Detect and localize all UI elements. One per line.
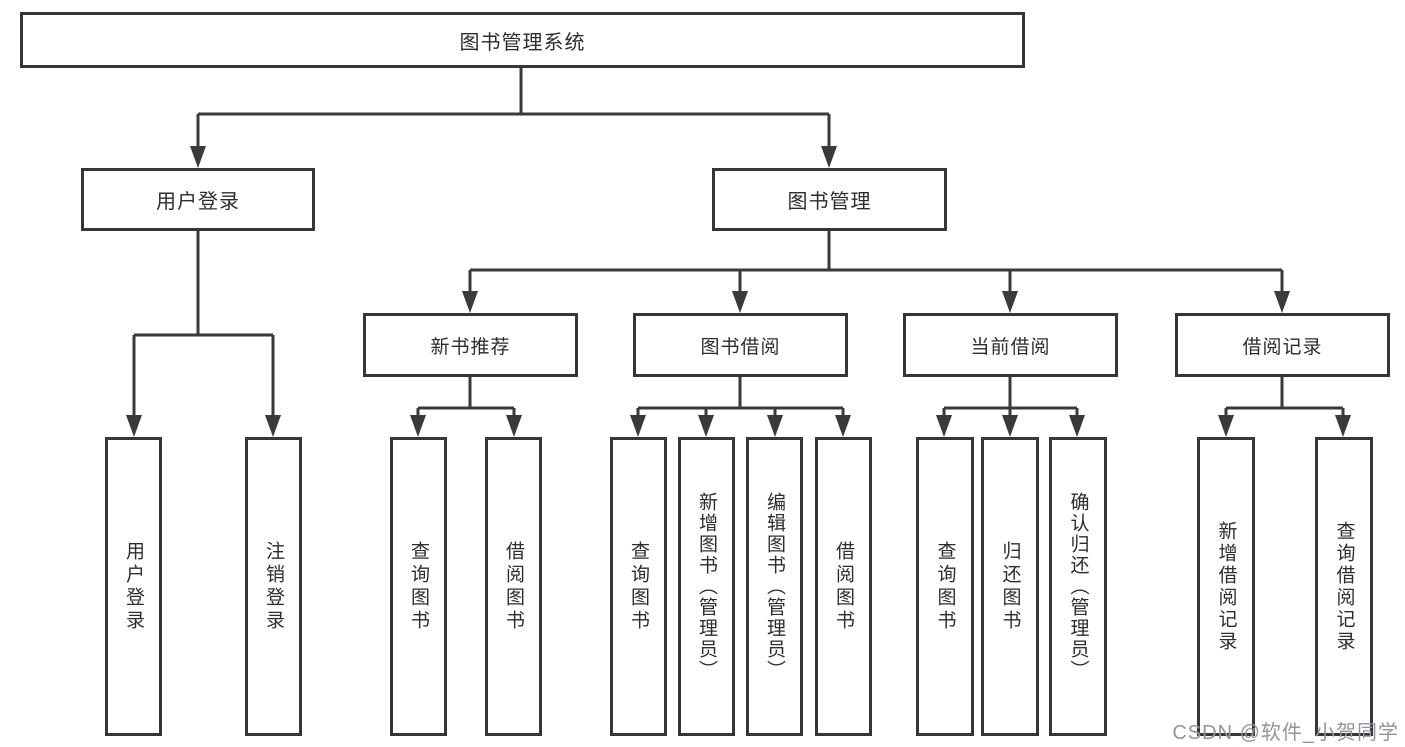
leaf-logout: 注销登录 xyxy=(245,437,302,736)
leaf-add-borrow-record: 新增借阅记录 xyxy=(1197,437,1255,736)
leaf-edit-books-admin: 编辑图书（管理员） xyxy=(746,437,803,736)
node-book-borrowing: 图书借阅 xyxy=(633,313,848,377)
node-new-book-recommend: 新书推荐 xyxy=(363,313,578,377)
node-current-borrowing: 当前借阅 xyxy=(903,313,1118,377)
leaf-query-books-current: 查询图书 xyxy=(916,437,974,736)
node-borrowing-records: 借阅记录 xyxy=(1175,313,1390,377)
leaf-borrow-books-recommend: 借阅图书 xyxy=(485,437,542,736)
leaf-borrow-books-borrowing: 借阅图书 xyxy=(815,437,872,736)
leaf-query-books-borrowing: 查询图书 xyxy=(610,437,667,736)
leaf-query-borrow-record: 查询借阅记录 xyxy=(1315,437,1373,736)
leaf-return-books: 归还图书 xyxy=(981,437,1039,736)
node-book-management: 图书管理 xyxy=(712,168,947,231)
leaf-query-books-recommend: 查询图书 xyxy=(390,437,447,736)
leaf-add-books-admin: 新增图书（管理员） xyxy=(678,437,735,736)
csdn-watermark: CSDN @软件_小贺同学 xyxy=(1172,722,1399,744)
node-root: 图书管理系统 xyxy=(20,12,1025,68)
leaf-confirm-return-admin: 确认归还（管理员） xyxy=(1049,437,1107,736)
node-user-login: 用户登录 xyxy=(81,168,315,231)
leaf-user-login: 用户登录 xyxy=(105,437,162,736)
